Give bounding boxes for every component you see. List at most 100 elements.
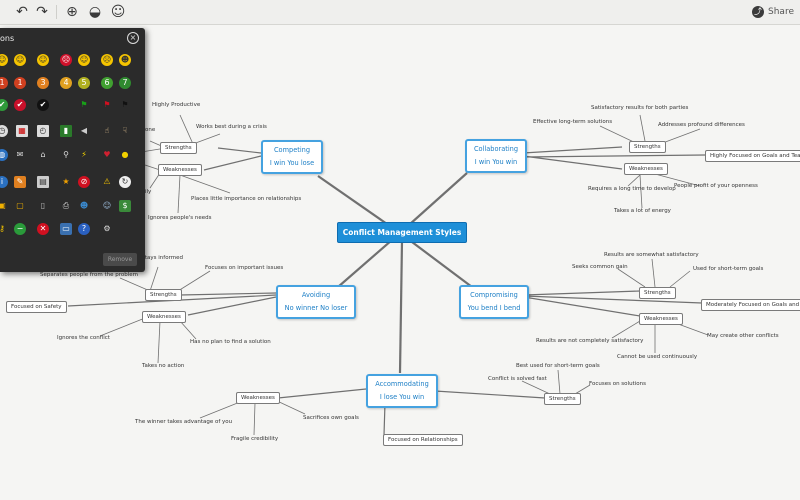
detail-node[interactable]: Moderately Focused on Goals and Re (701, 299, 800, 311)
help-icon[interactable]: ? (78, 223, 90, 235)
detail-label[interactable]: Effective long-term solutions (533, 119, 613, 125)
book-icon[interactable]: ▮ (60, 125, 72, 137)
strengths-node[interactable]: Strengths (544, 393, 581, 405)
user-icon[interactable]: ☻ (79, 201, 89, 210)
detail-label[interactable]: Ignores people's needs (148, 215, 212, 221)
central-topic[interactable]: Conflict Management Styles (337, 222, 467, 243)
check-icon[interactable]: ✔ (37, 99, 49, 111)
detail-label[interactable]: Used for short-term goals (693, 266, 764, 272)
angry-icon[interactable]: ☹ (60, 54, 72, 66)
detail-label[interactable]: Requires a long time to develop (588, 186, 676, 192)
computer-icon[interactable]: ▭ (60, 223, 72, 235)
detail-label[interactable]: Seeks common gain (572, 264, 628, 270)
flag-icon[interactable]: ⚑ (80, 100, 88, 109)
detail-node[interactable]: Focused on Safety (6, 301, 67, 313)
detail-label[interactable]: Highly Productive (152, 102, 201, 108)
detail-label[interactable]: People profit of your openness (674, 183, 758, 189)
users-icon[interactable]: ☺ (102, 201, 112, 210)
cancel-icon[interactable]: ✕ (37, 223, 49, 235)
strengths-node[interactable]: Strengths (639, 287, 676, 299)
detail-label[interactable]: Takes no action (142, 363, 185, 369)
lightning-icon[interactable]: ⚡ (81, 150, 87, 159)
smiley-icon[interactable]: ☺ (14, 54, 26, 66)
detail-label[interactable]: Satisfactory results for both parties (591, 105, 689, 111)
document-icon[interactable]: ▤ (37, 176, 49, 188)
add-node-icon[interactable]: ⊕ (66, 4, 78, 20)
redo-icon[interactable]: ↷ (36, 4, 48, 20)
forbidden-icon[interactable]: ⊘ (78, 176, 90, 188)
detail-node[interactable]: Focused on Relationships (383, 434, 463, 446)
topic-avoiding[interactable]: Avoiding No winner No loser (276, 285, 356, 319)
check-icon[interactable]: ✔ (0, 99, 8, 111)
minus-icon[interactable]: − (14, 223, 26, 235)
detail-label[interactable]: Has no plan to find a solution (190, 339, 271, 345)
close-icon[interactable]: × (127, 32, 139, 44)
sad-icon[interactable]: ☹ (101, 54, 113, 66)
home-icon[interactable]: ⌂ (40, 150, 46, 159)
topic-accommodating[interactable]: Accommodating I lose You win (366, 374, 438, 408)
warning-icon[interactable]: ⚠ (103, 177, 111, 186)
globe-icon[interactable]: ◍ (0, 149, 8, 161)
strengths-node[interactable]: Strengths (145, 289, 182, 301)
number-icon[interactable]: 1 (14, 77, 26, 89)
phone-icon[interactable]: ▯ (40, 201, 46, 210)
detail-label[interactable]: Best used for short-term goals (516, 363, 600, 369)
smiley-icon[interactable]: ☺ (78, 54, 90, 66)
clock-icon[interactable]: ◷ (0, 125, 8, 137)
number-icon[interactable]: 5 (78, 77, 90, 89)
topic-competing[interactable]: Competing I win You lose (261, 140, 323, 174)
detail-label[interactable]: Results are not completely satisfactory (536, 338, 644, 344)
key-icon[interactable]: ⚷ (0, 224, 5, 233)
detail-label[interactable]: one (145, 127, 156, 133)
thumbs-up-icon[interactable]: ☝ (104, 126, 110, 135)
alarm-icon[interactable]: ◴ (37, 125, 49, 137)
detail-label[interactable]: Addresses profound differences (658, 122, 745, 128)
topic-compromising[interactable]: Compromising You bend I bend (459, 285, 529, 319)
number-icon[interactable]: 1 (0, 77, 8, 89)
thumbs-down-icon[interactable]: ☟ (122, 126, 128, 135)
printer-icon[interactable]: ⎙ (62, 201, 70, 210)
strengths-node[interactable]: Strengths (160, 142, 197, 154)
money-icon[interactable]: $ (119, 200, 131, 212)
lock-icon[interactable]: ▣ (0, 201, 6, 210)
speaker-icon[interactable]: ◀ (80, 126, 88, 135)
number-icon[interactable]: 4 (60, 77, 72, 89)
weaknesses-node[interactable]: Weaknesses (142, 311, 186, 323)
strengths-node[interactable]: Strengths (629, 141, 666, 153)
detail-label[interactable]: Focuses on solutions (589, 381, 646, 387)
detail-label[interactable]: stays informed (142, 255, 183, 261)
detail-label[interactable]: Ignores the conflict (57, 335, 110, 341)
smiley-icon[interactable]: ☺ (37, 54, 49, 66)
style-icon[interactable]: ◒ (88, 4, 102, 20)
topic-collaborating[interactable]: Collaborating I win You win (465, 139, 527, 173)
number-icon[interactable]: 6 (101, 77, 113, 89)
detail-label[interactable]: Results are somewhat satisfactory (604, 252, 699, 258)
detail-label[interactable]: The winner takes advantage of you (135, 419, 233, 425)
weaknesses-node[interactable]: Weaknesses (236, 392, 280, 404)
flag-icon[interactable]: ⚑ (103, 100, 111, 109)
detail-label[interactable]: ily (145, 189, 152, 195)
cool-icon[interactable]: ☻ (119, 54, 131, 66)
detail-label[interactable]: Focuses on important issues (205, 265, 284, 271)
detail-label[interactable]: May create other conflicts (707, 333, 779, 339)
detail-label[interactable]: Separates people from the problem (40, 272, 138, 278)
search-icon[interactable]: ⚲ (63, 150, 69, 159)
mail-icon[interactable]: ✉ (16, 150, 24, 159)
smiley-icon[interactable]: ☺ (0, 54, 8, 66)
number-icon[interactable]: 7 (119, 77, 131, 89)
detail-label[interactable]: Fragile credibility (231, 436, 279, 442)
detail-label[interactable]: Conflict is solved fast (488, 376, 547, 382)
flag-icon[interactable]: ⚑ (121, 100, 129, 109)
detail-label[interactable]: Works best during a crisis (196, 124, 267, 130)
star-icon[interactable]: ★ (62, 177, 70, 186)
gear-icon[interactable]: ⚙ (103, 224, 111, 233)
refresh-icon[interactable]: ↻ (119, 176, 131, 188)
check-icon[interactable]: ✔ (14, 99, 26, 111)
number-icon[interactable]: 3 (37, 77, 49, 89)
detail-label[interactable]: Sacrifices own goals (303, 415, 359, 421)
share-button[interactable]: ⤴Share (752, 4, 794, 20)
weaknesses-node[interactable]: Weaknesses (624, 163, 668, 175)
mindmap-canvas[interactable]: Conflict Management Styles Competing I w… (0, 25, 800, 500)
info-icon[interactable]: i (0, 176, 8, 188)
weaknesses-node[interactable]: Weaknesses (639, 313, 683, 325)
